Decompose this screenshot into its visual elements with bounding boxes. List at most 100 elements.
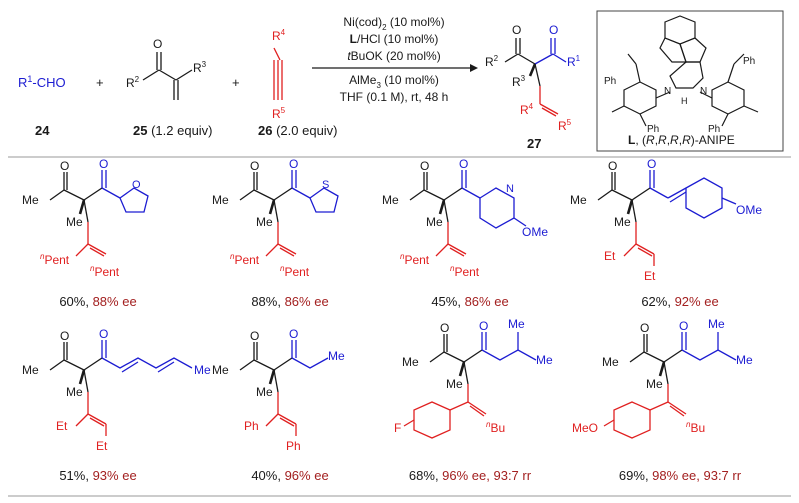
plus-sign-2: + [232,75,240,90]
svg-text:MeO: MeO [572,421,598,435]
product-isobutyl-fluorophenyl: Me O Me O Me Me F nBu [394,317,553,439]
svg-text:Me: Me [212,193,229,207]
aldehyde-r1-label: R1-CHO [18,74,66,90]
svg-text:O: O [60,329,69,343]
svg-text:Me: Me [382,193,399,207]
svg-text:O: O [512,23,521,37]
condition-base: tBuOK (20 mol%) [347,49,440,63]
enone-r2-label: R2 [126,75,140,90]
svg-text:O: O [99,327,108,341]
compound-number-24: 24 [35,123,50,138]
svg-text:O: O [289,157,298,171]
svg-text:Me: Me [328,349,345,363]
svg-text:Ph: Ph [244,419,259,433]
alkyne-r4-label: R4 [272,28,286,43]
svg-text:Me: Me [66,385,83,399]
result-3: 45%, 86% ee [431,294,508,309]
condition-catalyst: Ni(cod)2 (10 mol%) [343,15,444,32]
svg-text:O: O [420,159,429,173]
svg-text:Ph: Ph [708,124,720,135]
svg-text:Me: Me [426,215,443,229]
svg-text:R1: R1 [567,54,581,69]
product-cinnamyl-ethyl: Me O Me O OMe Et Et [570,157,762,283]
svg-text:Me: Me [570,193,587,207]
svg-text:Et: Et [604,249,616,263]
enone-o-label: O [153,37,162,51]
enone-r3-label: R3 [193,60,207,75]
condition-solvent: THF (0.1 M), rt, 48 h [340,90,449,104]
svg-text:N: N [700,86,707,97]
svg-text:Me: Me [536,353,553,367]
svg-text:O: O [459,157,468,171]
svg-text:O: O [132,179,141,191]
product-dienyl-ethyl: Me O Me O Me Et Et [22,327,211,453]
result-2: 88%, 86% ee [251,294,328,309]
svg-text:Me: Me [508,317,525,331]
svg-text:R5: R5 [558,118,572,133]
svg-text:Me: Me [602,355,619,369]
result-1: 60%, 88% ee [59,294,136,309]
svg-text:N: N [664,86,671,97]
svg-text:O: O [99,157,108,171]
svg-text:Me: Me [402,355,419,369]
svg-text:Me: Me [256,215,273,229]
result-4: 62%, 92% ee [641,294,718,309]
svg-text:Me: Me [194,363,211,377]
product-27: O O R2 R1 R3 R4 R5 27 [485,23,581,151]
svg-text:R3: R3 [512,74,526,89]
svg-text:O: O [640,321,649,335]
result-5: 51%, 93% ee [59,468,136,483]
svg-text:nPent: nPent [450,264,480,279]
svg-text:Me: Me [736,353,753,367]
svg-text:O: O [479,319,488,333]
svg-text:Me: Me [212,363,229,377]
svg-text:Me: Me [66,215,83,229]
svg-text:H: H [681,96,688,106]
product-ethylketone-phenyl: Me O Me O Me Ph Ph [212,327,345,453]
alkyne-equiv: 26 (2.0 equiv) [258,123,338,138]
svg-text:Me: Me [708,317,725,331]
svg-text:Me: Me [446,377,463,391]
plus-sign-1: + [96,75,104,90]
result-7: 68%, 96% ee, 93:7 rr [409,468,532,483]
svg-text:O: O [440,321,449,335]
ligand-caption: L, (R,R,R,R)-ANIPE [628,133,735,147]
compound-number-27: 27 [527,136,541,151]
condition-ligand: L/HCl (10 mol%) [350,32,439,46]
alkyne-26: R4 R5 26 (2.0 equiv) [258,28,338,138]
svg-text:nPent: nPent [90,264,120,279]
svg-text:nPent: nPent [230,252,260,267]
svg-text:O: O [289,327,298,341]
svg-text:Ph: Ph [604,76,616,87]
product-thienyl-pentyl: Me O Me O S nPent nPent [212,157,339,279]
svg-text:O: O [250,159,259,173]
result-8: 69%, 98% ee, 93:7 rr [619,468,742,483]
svg-text:nBu: nBu [686,420,705,435]
reaction-conditions: Ni(cod)2 (10 mol%) L/HCl (10 mol%) tBuOK… [312,15,478,104]
svg-text:nBu: nBu [486,420,505,435]
svg-text:O: O [679,319,688,333]
svg-text:F: F [394,421,401,435]
svg-text:O: O [549,23,558,37]
svg-text:O: O [647,157,656,171]
svg-text:Et: Et [644,269,656,283]
svg-text:Et: Et [56,419,68,433]
svg-text:OMe: OMe [522,225,548,239]
svg-text:O: O [608,159,617,173]
svg-text:R4: R4 [520,102,534,117]
svg-text:S: S [322,179,329,191]
enone-25: O R2 R3 25 (1.2 equiv) [126,37,213,138]
svg-text:O: O [60,159,69,173]
product-isobutyl-methoxyphenyl: Me O Me O Me Me MeO nBu [572,317,753,439]
svg-text:OMe: OMe [736,203,762,217]
svg-text:Me: Me [614,215,631,229]
svg-text:Me: Me [22,363,39,377]
ligand-box: N N H Ph Ph Ph Ph L, (R,R,R,R)-ANIPE [596,10,784,152]
svg-text:Me: Me [256,385,273,399]
svg-text:Ph: Ph [743,56,755,67]
product-pyridyl-pentyl: Me O Me O N OMe nPent nPent [382,157,548,279]
svg-text:O: O [250,329,259,343]
svg-text:Me: Me [22,193,39,207]
svg-text:nPent: nPent [40,252,70,267]
svg-text:Me: Me [646,377,663,391]
